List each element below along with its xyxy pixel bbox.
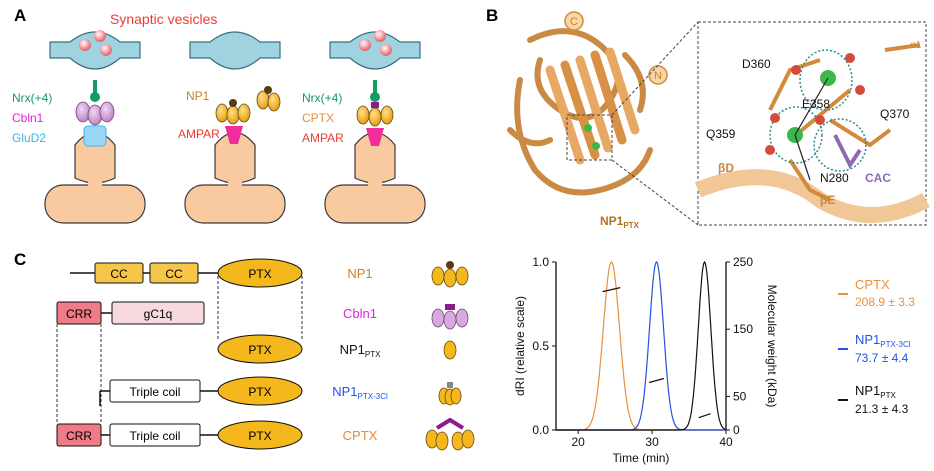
x-tick-label: 20 bbox=[571, 435, 585, 449]
legend-np1ptx-value: 21.3 ± 4.3 bbox=[855, 402, 909, 416]
residue-d360: D360 bbox=[742, 57, 771, 71]
y-tick-label: 0.0 bbox=[532, 423, 549, 437]
cc-label: CC bbox=[110, 267, 128, 281]
synapse-right bbox=[324, 30, 426, 224]
cc-label: CC bbox=[165, 267, 183, 281]
x-axis-label: Time (min) bbox=[613, 451, 670, 465]
vesicle bbox=[94, 30, 106, 42]
residue-e358: E358 bbox=[802, 97, 830, 111]
legend-cptx-value: 208.9 ± 3.3 bbox=[855, 295, 915, 309]
calcium-ion bbox=[584, 124, 592, 132]
mw-line-np1ptx bbox=[698, 413, 711, 419]
y-tick-label: 1.0 bbox=[532, 255, 549, 269]
panel-letter-b: B bbox=[486, 6, 499, 25]
ptx-label: PTX bbox=[248, 267, 271, 281]
label-glud2: GluD2 bbox=[12, 131, 46, 145]
ptx-domain bbox=[217, 334, 303, 364]
zoom-box-small bbox=[566, 114, 613, 161]
chart-legend: CPTX 208.9 ± 3.3 NP1PTX-3Cl 73.7 ± 4.4 N… bbox=[838, 277, 915, 416]
ptx-label: PTX bbox=[248, 429, 271, 443]
label-nrx-right: Nrx(+4) bbox=[302, 91, 342, 105]
vesicle bbox=[380, 44, 392, 56]
residue-q359: Q359 bbox=[706, 127, 736, 141]
n-terminus-label: N bbox=[654, 70, 662, 82]
trace-cptx bbox=[556, 261, 726, 431]
protein-label: NP1PTX bbox=[600, 214, 640, 230]
triple-coil-domain bbox=[109, 423, 201, 447]
cc-domain bbox=[94, 262, 144, 284]
helix-a1: α1 bbox=[910, 40, 922, 51]
gc1q-label: gC1q bbox=[144, 307, 173, 321]
label-ampar-middle: AMPAR bbox=[178, 127, 220, 141]
vesicle bbox=[100, 44, 112, 56]
crr-label: CRR bbox=[66, 307, 92, 321]
y2-tick-label: 0 bbox=[733, 423, 740, 437]
np1-ptx-monomer-icon bbox=[443, 340, 457, 360]
label-np1: NP1 bbox=[186, 89, 210, 103]
panel-b-figure: C N NP1PTX D360 E358 Q370 Q359 N280 βD β… bbox=[507, 11, 930, 230]
legend-np1ptx3cl-name: NP1PTX-3Cl bbox=[855, 332, 911, 349]
mw-line-np1ptx-3cl bbox=[648, 377, 665, 384]
np1-hexamer-icon bbox=[431, 261, 469, 288]
ptx-label: PTX bbox=[248, 343, 271, 357]
construct-name-cbln1: Cbln1 bbox=[343, 306, 377, 321]
triple-coil-label: Triple coil bbox=[130, 429, 181, 443]
panel-c-constructs: CC CC PTX CRR gC1q PTX Triple coil PTX C… bbox=[56, 258, 475, 451]
mw-line-cptx bbox=[602, 286, 621, 293]
triple-coil-domain bbox=[109, 379, 201, 403]
y-tick-label: 0.5 bbox=[532, 339, 549, 353]
ptx-domain bbox=[217, 420, 303, 450]
y-axis-label: dRI (relative scale) bbox=[513, 296, 527, 396]
panel-letter-c: C bbox=[14, 250, 27, 269]
panel-a-figure: Synaptic vesicles bbox=[12, 11, 426, 224]
synaptic-vesicles-title: Synaptic vesicles bbox=[110, 11, 217, 27]
calcium-ion bbox=[592, 142, 600, 150]
ptx-domain bbox=[217, 376, 303, 406]
np1-ptx3cl-trimer-icon bbox=[438, 382, 462, 406]
vesicle bbox=[79, 39, 91, 51]
synapse-left bbox=[44, 30, 146, 224]
strand-bd: βD bbox=[718, 161, 734, 175]
y2-tick-label: 250 bbox=[733, 255, 753, 269]
legend-np1ptx-name: NP1PTX bbox=[855, 383, 897, 400]
c-terminus-label: C bbox=[570, 16, 578, 28]
y2-tick-label: 50 bbox=[733, 389, 747, 403]
label-cptx: CPTX bbox=[302, 111, 334, 125]
c-terminus-marker bbox=[564, 11, 584, 31]
label-nrx-left: Nrx(+4) bbox=[12, 91, 52, 105]
x-tick-label: 30 bbox=[645, 435, 659, 449]
panel-letter-a: A bbox=[14, 6, 27, 25]
protein-ribbon bbox=[507, 28, 653, 196]
construct-name-np1-ptx3cl: NP1PTX-3Cl bbox=[332, 384, 388, 401]
legend-cptx-name: CPTX bbox=[855, 277, 890, 292]
y2-tick-label: 150 bbox=[733, 322, 753, 336]
trace-np1ptx-3cl bbox=[556, 261, 726, 431]
zoom-detail bbox=[694, 43, 930, 223]
construct-name-np1: NP1 bbox=[347, 266, 372, 281]
legend-np1ptx3cl-value: 73.7 ± 4.4 bbox=[855, 351, 909, 365]
ligand-cac: CAC bbox=[865, 171, 891, 185]
vesicle bbox=[359, 39, 371, 51]
label-cbln1: Cbln1 bbox=[12, 111, 44, 125]
crr-label: CRR bbox=[66, 429, 92, 443]
cbln1-hexamer-icon bbox=[431, 304, 469, 330]
construct-name-np1-ptx: NP1PTX bbox=[340, 342, 382, 359]
cc-domain bbox=[149, 262, 199, 284]
gc1q-domain bbox=[111, 301, 205, 325]
ptx-domain bbox=[217, 258, 303, 288]
label-ampar-right: AMPAR bbox=[302, 131, 344, 145]
strand-be: βE bbox=[820, 193, 835, 207]
x-tick-label: 40 bbox=[719, 435, 733, 449]
cptx-icon bbox=[425, 417, 475, 451]
ptx-label: PTX bbox=[248, 385, 271, 399]
construct-name-cptx: CPTX bbox=[343, 428, 378, 443]
y2-axis-label: Molecular weight (kDa) bbox=[765, 285, 779, 408]
residue-q370: Q370 bbox=[880, 107, 910, 121]
synapse-middle bbox=[184, 31, 286, 224]
vesicle bbox=[374, 30, 386, 42]
triple-coil-label: Triple coil bbox=[130, 385, 181, 399]
trace-np1ptx bbox=[556, 260, 726, 431]
residue-n280: N280 bbox=[820, 171, 849, 185]
